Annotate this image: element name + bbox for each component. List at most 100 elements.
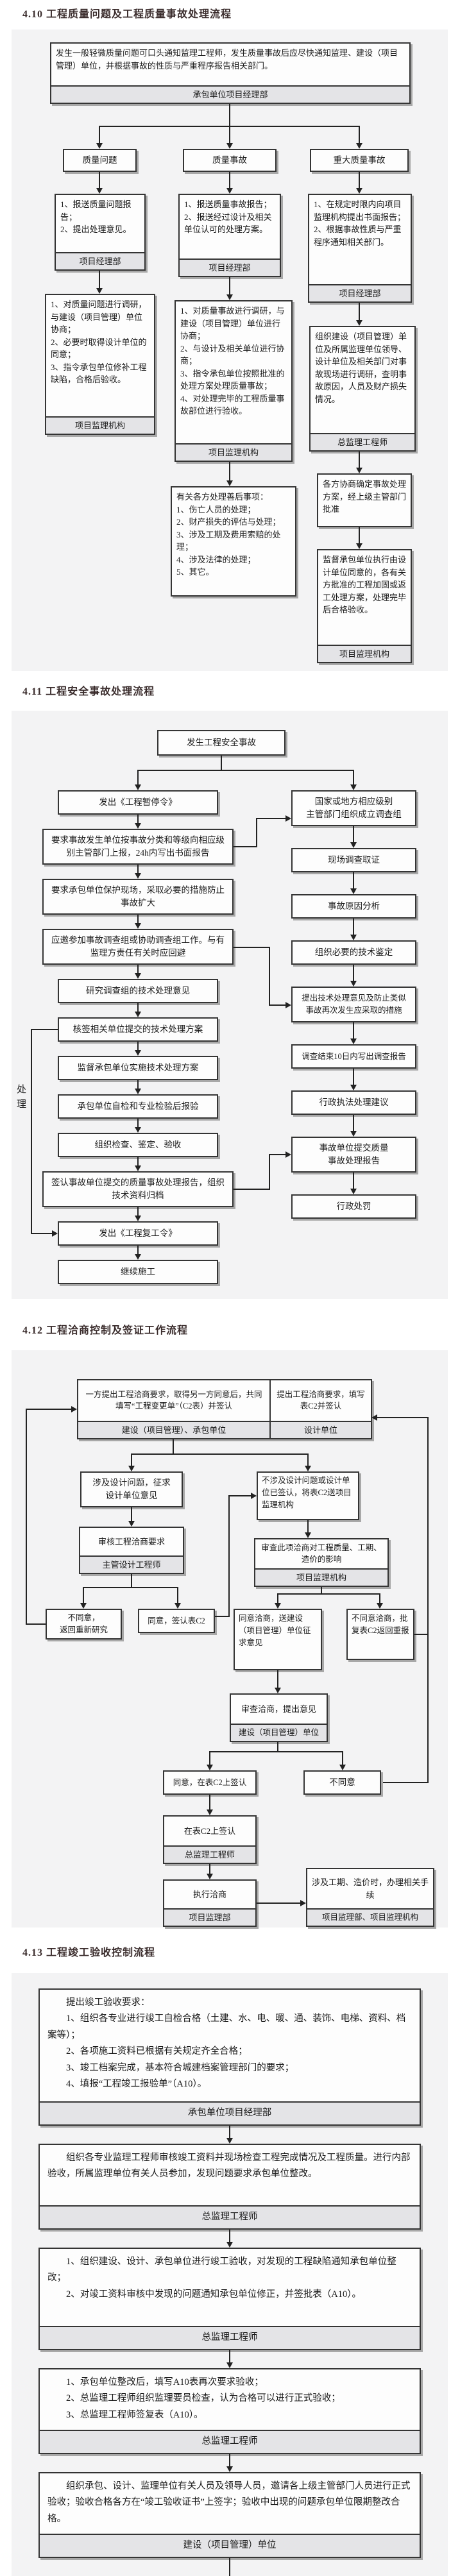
connector-line: [229, 2454, 230, 2466]
connector-line: [234, 947, 269, 948]
connector-line: [83, 1587, 178, 1588]
arrow-down-icon: [135, 973, 141, 979]
flow-box: 组织必要的技术鉴定: [291, 940, 416, 965]
connector-line: [353, 872, 354, 888]
flow-box: 国家或地方相应级别 主管部门组织成立调查组: [291, 790, 416, 826]
flow-box-text: 一方提出工程洽商要求，取得另一方同意后，共同填写“工程变更单”（C2表）并签认: [85, 1389, 262, 1411]
section-4-12: 4.12 工程洽商控制及签证工作流程 一方提出工程洽商要求，取得另一方同意后，共…: [0, 1315, 460, 1937]
flow-box-text: 不同意洽商，批复表C2返回重报: [352, 1614, 409, 1635]
arrow-down-icon: [356, 468, 362, 473]
connector-line: [229, 104, 230, 126]
section-4-11: 4.11 工程安全事故处理流程 处理 发生工程安全事故 发出《工程暂停令》 要求…: [0, 674, 460, 1315]
flow-box-text: 提出工程洽商要求，填写表C2并签认: [277, 1389, 365, 1411]
flow-box: 各方协商确定事故处理方案，经上级主管部门批准: [317, 473, 412, 527]
arrow-down-icon: [135, 784, 141, 790]
flow-box: 审查此项洽商对工程质量、工期、造价的影响 项目监理机构: [254, 1538, 389, 1587]
flow-box-acceptance-request: 提出竣工验收要求： 1、组织各专业进行竣工自检合格（土建、水、电、暖、通、装饰、…: [38, 1988, 421, 2126]
flow-box: 事故单位提交质量 事故处理报告: [291, 1137, 416, 1173]
connector-line: [228, 1495, 230, 1617]
flow-box: 1、对质量事故进行调研，与建设（项目管理）单位进行协商； 2、与设计及相关单位进…: [175, 300, 293, 462]
connector-line: [209, 1864, 210, 1874]
connector-line: [234, 846, 257, 847]
flow-box: 行政处罚: [291, 1194, 416, 1219]
connector-line: [359, 172, 360, 188]
flow-box: 提出技术处理意见及防止类似 事故再次发生应采取的措施: [291, 987, 416, 1022]
section-4-10: 4.10 工程质量问题及工程质量事故处理流程 发生一般轻微质量问题可口头通知监理…: [0, 0, 460, 674]
flow-box-disagree-restudy: 不同意， 返回重新研究: [46, 1609, 122, 1640]
flow-box-agree-send-owner: 同意洽商，送建设（项目管理）单位征求意见: [234, 1609, 322, 1670]
arrow-down-icon: [226, 188, 233, 194]
connector-line: [229, 2126, 230, 2138]
role-label: 总监理工程师: [40, 2205, 420, 2228]
connector-line: [269, 1004, 285, 1006]
flow-box: 要求承包单位保护现场，采取必要的措施防止事故扩大: [42, 879, 234, 915]
connector-line: [215, 1616, 229, 1617]
flow-box-report-incident: 发生一般轻微质量问题可口头通知监理工程师，发生质量事故后应尽快通知监理、建设（项…: [50, 42, 411, 104]
flow-box: 审查洽商，提出意见 建设（项目管理）单位: [230, 1693, 328, 1742]
arrow-right-icon: [300, 1900, 306, 1906]
flow-box-text: 1、承包单位整改后，填写A10表再次要求验收； 2、总监理工程师组织监理要员检查…: [65, 2377, 341, 2420]
flow-box-text: 组织各专业监理工程师审核竣工资料并现场检查工程完成情况及工程质量。进行内部验收，…: [47, 2153, 411, 2180]
connector-line: [353, 1115, 354, 1131]
connector-line: [229, 462, 230, 480]
role-label: 建设（项目管理）、承包单位: [78, 1420, 269, 1438]
arrow-down-icon: [350, 1038, 357, 1044]
arrow-down-icon: [128, 1521, 135, 1527]
connector-line: [353, 919, 354, 935]
cell-design-unit: 提出工程洽商要求，填写表C2并签认 设计单位: [269, 1380, 371, 1438]
connector-line: [137, 915, 139, 923]
flow-box: 研究调查组的技术处理意见: [58, 979, 218, 1003]
arrow-down-icon: [356, 543, 362, 549]
connector-line: [26, 1409, 27, 1625]
connector-line: [307, 1453, 309, 1466]
arrow-down-icon: [350, 1085, 357, 1090]
connector-line: [359, 126, 360, 143]
flow-box: 不涉及设计问题或设计单位已签认，将表C2送项目监理机构: [257, 1471, 359, 1520]
phase-side-label: 处理: [15, 1084, 26, 1114]
flow-box: 行政执法处理建议: [291, 1090, 416, 1115]
role-label: 总监理工程师: [40, 2326, 420, 2349]
connector-line: [277, 1670, 278, 1688]
arrow-down-icon: [135, 873, 141, 879]
flow-box: 调查结束10日内写出调查报告: [291, 1044, 416, 1069]
arrow-down-icon: [135, 1165, 141, 1171]
arrow-down-icon: [135, 1216, 141, 1221]
connector-line: [131, 1453, 132, 1466]
role-label: 项目经理部: [309, 284, 411, 301]
connector-line: [277, 1593, 380, 1595]
connector-line: [26, 1409, 71, 1410]
arrow-down-icon: [135, 1254, 141, 1260]
section-title: 4.10 工程质量问题及工程质量事故处理流程: [22, 9, 232, 20]
flow-box-text: 执行洽商: [192, 1889, 226, 1899]
role-label: 项目监理部: [164, 1908, 255, 1926]
arrow-down-icon: [135, 1050, 141, 1056]
arrow-down-icon: [207, 1765, 213, 1770]
flow-box-agree-sign-on-c2: 同意，在表C2上签认: [163, 1770, 257, 1795]
arrow-down-icon: [350, 842, 357, 848]
arrow-down-icon: [356, 143, 362, 149]
flow-box-text: 1、组织建设、设计、承包单位进行竣工验收，对发现的工程缺陷通知承包单位整改； 2…: [47, 2257, 396, 2300]
flow-box: 发出《工程复工令》: [58, 1221, 218, 1246]
connector-line: [377, 1417, 429, 1418]
arrow-right-icon: [285, 1151, 291, 1158]
flow-box: 事故原因分析: [291, 894, 416, 919]
connector-line: [277, 1742, 278, 1751]
connector-line: [209, 1795, 210, 1809]
connector-line: [228, 1495, 251, 1496]
connector-line: [353, 826, 354, 842]
connector-line: [353, 1173, 354, 1189]
connector-line: [353, 770, 354, 784]
flow-box: 审核工程洽商要求 主管设计工程师: [79, 1527, 184, 1574]
flow-box-text: 1、报送质量问题报告； 2、提出处理意见。: [60, 199, 132, 234]
connector-line: [99, 271, 100, 288]
role-label: 项目监理机构: [46, 416, 154, 434]
role-label: 承包单位项目经理部: [40, 2101, 420, 2124]
arrow-down-icon: [350, 784, 357, 790]
flow-box: 承包单位自检和专业检验后报验: [58, 1094, 218, 1119]
arrow-down-icon: [96, 143, 103, 149]
arrow-down-icon: [275, 1603, 281, 1609]
flow-box-agree-sign-c2: 同意，签认表C2: [138, 1609, 215, 1633]
flow-box-text: 提出竣工验收要求： 1、组织各专业进行竣工自检合格（土建、水、电、暖、通、装饰、…: [47, 1997, 406, 2089]
connector-line: [321, 1587, 322, 1593]
arrow-down-icon: [135, 1012, 141, 1017]
